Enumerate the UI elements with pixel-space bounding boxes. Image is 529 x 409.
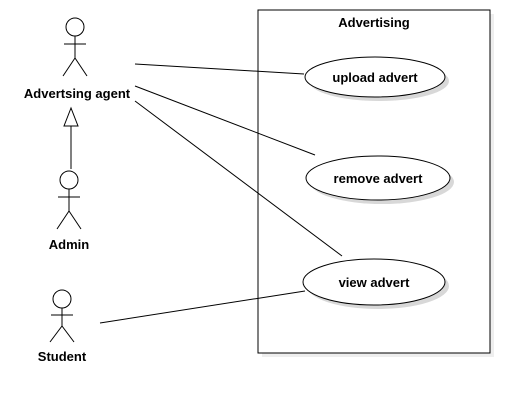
use-case-upload-advert[interactable]: upload advert	[304, 56, 449, 101]
actor-label: Student	[38, 349, 87, 364]
actor-label: Advertsing agent	[24, 86, 131, 101]
system-title: Advertising	[338, 15, 410, 30]
stick-figure-icon	[56, 170, 82, 230]
association-agent-view[interactable]	[134, 100, 343, 257]
actor-student[interactable]: Student	[38, 289, 87, 364]
actor-admin[interactable]: Admin	[49, 170, 90, 252]
association-agent-remove[interactable]	[134, 85, 316, 156]
association-student-view[interactable]	[99, 290, 306, 324]
use-case-view-advert[interactable]: view advert	[302, 258, 449, 309]
generalization-admin-agent[interactable]	[63, 106, 79, 169]
stick-figure-icon	[62, 17, 88, 77]
association-agent-upload[interactable]	[134, 63, 305, 75]
use-case-label: upload advert	[332, 70, 418, 85]
use-case-label: view advert	[339, 275, 410, 290]
actor-advertising-agent[interactable]: Advertsing agent	[24, 17, 131, 101]
stick-figure-icon	[49, 289, 75, 343]
use-case-label: remove advert	[334, 171, 424, 186]
use-case-remove-advert[interactable]: remove advert	[305, 155, 454, 204]
actor-label: Admin	[49, 237, 90, 252]
